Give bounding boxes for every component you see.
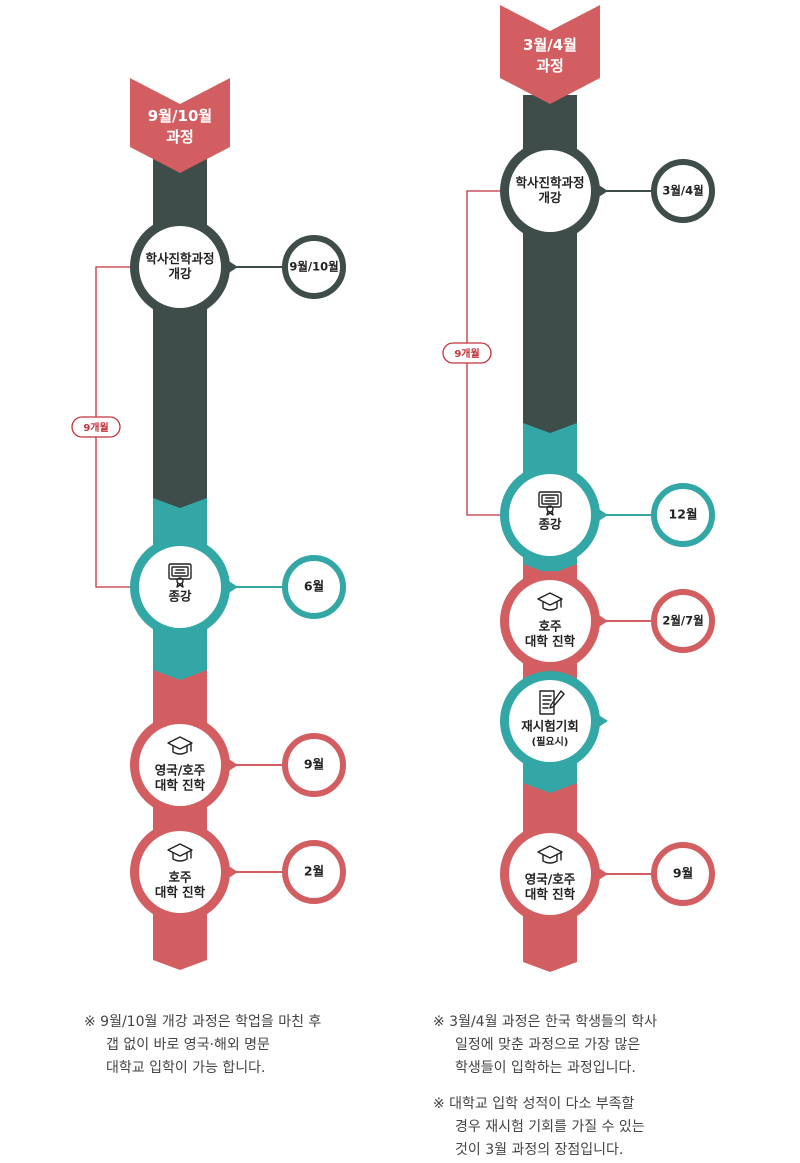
left-date-label-3: 2월: [304, 864, 324, 879]
right-banner-title: 3월/4월: [523, 36, 577, 54]
right-date-label-2: 2월/7월: [662, 614, 703, 628]
right-duration-bracket: 9개월: [442, 190, 506, 516]
right-note-2-line-3: 것이 3월 과정의 장점입니다.: [455, 1142, 624, 1158]
right-node-label-0-0: 학사진학과정: [515, 175, 584, 190]
left-node-disc-2: [139, 724, 221, 806]
right-date-bubble-1: [651, 483, 715, 547]
right-node-disc-4: [509, 833, 591, 915]
graduation-cap-icon: [537, 592, 563, 611]
left-dark-segment: [153, 150, 207, 510]
right-node-3: 재시험기회(필요시): [500, 671, 608, 771]
left-duration-bracket: 9개월: [71, 266, 136, 588]
left-banner-subtitle: 과정: [166, 128, 194, 146]
left-node-label-3-0: 호주: [168, 870, 192, 885]
right-date-bubble-2: [651, 589, 715, 653]
left-node-label-0-1: 개강: [168, 266, 192, 281]
right-date-label-1: 12월: [669, 507, 698, 522]
right-node-label-2-1: 대학 진학: [525, 634, 576, 649]
left-duration-pill: [71, 416, 121, 438]
right-note-1-line-2: 일정에 맞춘 과정으로 가장 많은: [455, 1037, 641, 1053]
left-node-disc-3: [139, 831, 221, 913]
right-date-label-0: 3월/4월: [662, 184, 703, 198]
graduation-cap-icon: [537, 845, 563, 864]
right-date-label-4: 9월: [673, 866, 693, 881]
document-pen-icon: [539, 690, 565, 715]
left-date-label-2: 9월: [304, 757, 324, 772]
left-node-disc-0: [139, 226, 221, 308]
right-duration-label: 9개월: [454, 347, 479, 360]
left-banner-shape: [130, 78, 230, 173]
right-node-label-3-0: 재시험기회: [521, 719, 579, 734]
left-date-label-1: 6월: [304, 579, 324, 594]
left-node-disc-1: [139, 546, 221, 628]
right-node-label-4-0: 영국/호주: [525, 872, 576, 887]
left-date-label-0: 9월/10월: [289, 260, 338, 274]
right-banner-shape: [500, 5, 600, 104]
left-note-line-2: 갭 없이 바로 영국·해외 명문: [106, 1037, 270, 1053]
right-note-1: ※ 3월/4월 과정은 한국 학생들의 학사 일정에 맞춘 과정으로 가장 많은…: [433, 1011, 657, 1080]
left-banner-title: 9월/10월: [148, 107, 212, 125]
left-note-line-3: 대학교 입학이 가능 합니다.: [106, 1060, 266, 1076]
certificate-icon: [538, 491, 562, 516]
right-note-2-line-2: 경우 재시험 기회를 가질 수 있는: [455, 1119, 645, 1135]
left-date-bubble-3: [282, 840, 346, 904]
right-note-1-line-3: 학생들이 입학하는 과정입니다.: [455, 1060, 636, 1076]
right-date-bubble-4: [651, 842, 715, 906]
certificate-icon: [168, 563, 192, 588]
right-node-disc-3: [509, 680, 591, 762]
right-node-1: 종강 12월: [500, 465, 715, 565]
right-node-disc-0: [509, 150, 591, 232]
graduation-cap-icon: [167, 736, 193, 755]
left-node-1: 종강 6월: [130, 537, 346, 637]
right-node-disc-1: [509, 474, 591, 556]
right-node-label-4-1: 대학 진학: [525, 887, 576, 902]
right-note-2-line-1: ※ 대학교 입학 성적이 다소 부족할: [433, 1096, 635, 1112]
left-node-label-1-0: 종강: [168, 589, 192, 604]
left-note-line-1: ※ 9월/10월 개강 과정은 학업을 마친 후: [84, 1014, 322, 1030]
right-node-label-0-1: 개강: [538, 190, 562, 205]
right-duration-pill: [442, 342, 492, 364]
graduation-cap-icon: [167, 843, 193, 862]
right-node-label-1-0: 종강: [538, 517, 562, 532]
left-note: ※ 9월/10월 개강 과정은 학업을 마친 후 갭 없이 바로 영국·해외 명…: [84, 1011, 321, 1080]
left-date-bubble-0: [282, 235, 346, 299]
right-date-bubble-0: [651, 159, 715, 223]
left-date-bubble-2: [282, 733, 346, 797]
left-node-label-0-0: 학사진학과정: [145, 251, 214, 266]
left-duration-label: 9개월: [83, 421, 108, 434]
right-node-disc-2: [509, 580, 591, 662]
left-node-label-2-0: 영국/호주: [155, 763, 206, 778]
right-node-label-2-0: 호주: [538, 619, 562, 634]
left-date-bubble-1: [282, 555, 346, 619]
right-note-1-line-1: ※ 3월/4월 과정은 한국 학생들의 학사: [433, 1014, 657, 1030]
right-node-label-3-1: (필요시): [532, 735, 569, 748]
right-banner-subtitle: 과정: [536, 57, 564, 75]
left-node-label-3-1: 대학 진학: [155, 885, 206, 900]
left-node-label-2-1: 대학 진학: [155, 778, 206, 793]
right-note-2: ※ 대학교 입학 성적이 다소 부족할 경우 재시험 기회를 가질 수 있는 것…: [433, 1093, 645, 1162]
